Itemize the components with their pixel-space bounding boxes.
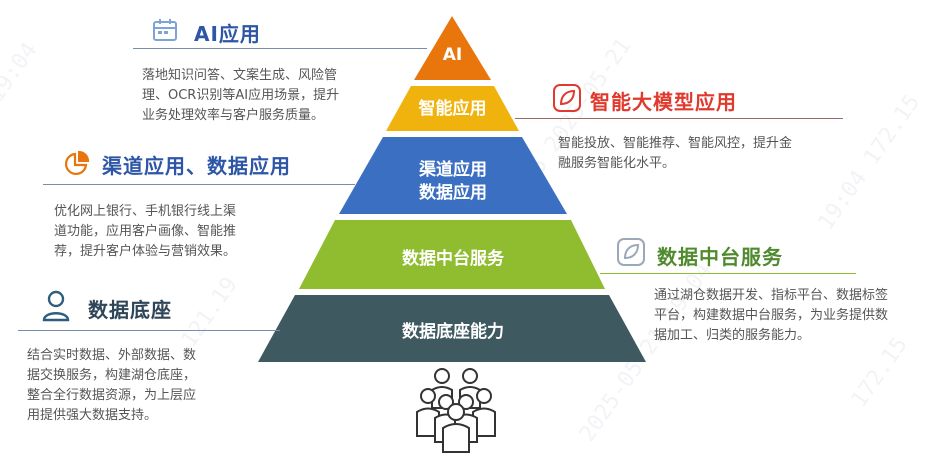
tier-ai-label: AI <box>442 45 463 65</box>
pie-chart-icon <box>64 150 90 180</box>
smart-rule <box>515 118 843 119</box>
tier-smart-label: 智能应用 <box>418 99 487 119</box>
midplatform-rule <box>600 273 856 274</box>
foundation-desc: 结合实时数据、外部数据、数 据交换服务，构建湖仓底座， 整合全行数据资源，为上层… <box>27 348 197 423</box>
midplatform-title: 数据中台服务 <box>657 245 783 269</box>
ai-rule <box>133 48 427 49</box>
smart-desc: 智能投放、智能推荐、智能风控，提升金 融服务智能化水平。 <box>558 136 793 171</box>
people-group-icon <box>414 366 498 458</box>
midplatform-desc: 通过湖仓数据开发、指标平台、数据标签 平台，构建数据中台服务，为业务提供数 据加… <box>654 288 889 343</box>
tier-smart <box>386 86 519 131</box>
channel-rule <box>43 184 355 185</box>
tier-channel-label-1: 渠道应用 <box>419 160 487 180</box>
tier-ai <box>414 16 491 80</box>
tier-foundation <box>258 295 646 362</box>
tier-channel-label-2: 数据应用 <box>419 183 487 203</box>
ai-title: AI应用 <box>194 22 261 46</box>
channel-desc: 优化网上银行、手机银行线上渠 道功能，应用客户画像、智能推 荐，提升客户体验与营… <box>54 204 237 259</box>
tier-channel <box>339 137 567 214</box>
tier-midplatform-label: 数据中台服务 <box>402 249 504 269</box>
smart-title: 智能大模型应用 <box>590 90 737 114</box>
tier-foundation-label: 数据底座能力 <box>402 322 504 342</box>
tier-midplatform <box>299 220 605 289</box>
foundation-rule <box>18 330 280 331</box>
leaf-icon <box>617 238 645 270</box>
foundation-title: 数据底座 <box>88 298 172 322</box>
user-icon <box>41 290 71 326</box>
leaf-icon <box>553 84 581 116</box>
ai-desc: 落地知识问答、文案生成、风险管 理、OCR识别等AI应用场景，提升 业务处理效率… <box>142 68 340 123</box>
calendar-icon <box>152 18 178 46</box>
channel-title: 渠道应用、数据应用 <box>102 154 291 178</box>
